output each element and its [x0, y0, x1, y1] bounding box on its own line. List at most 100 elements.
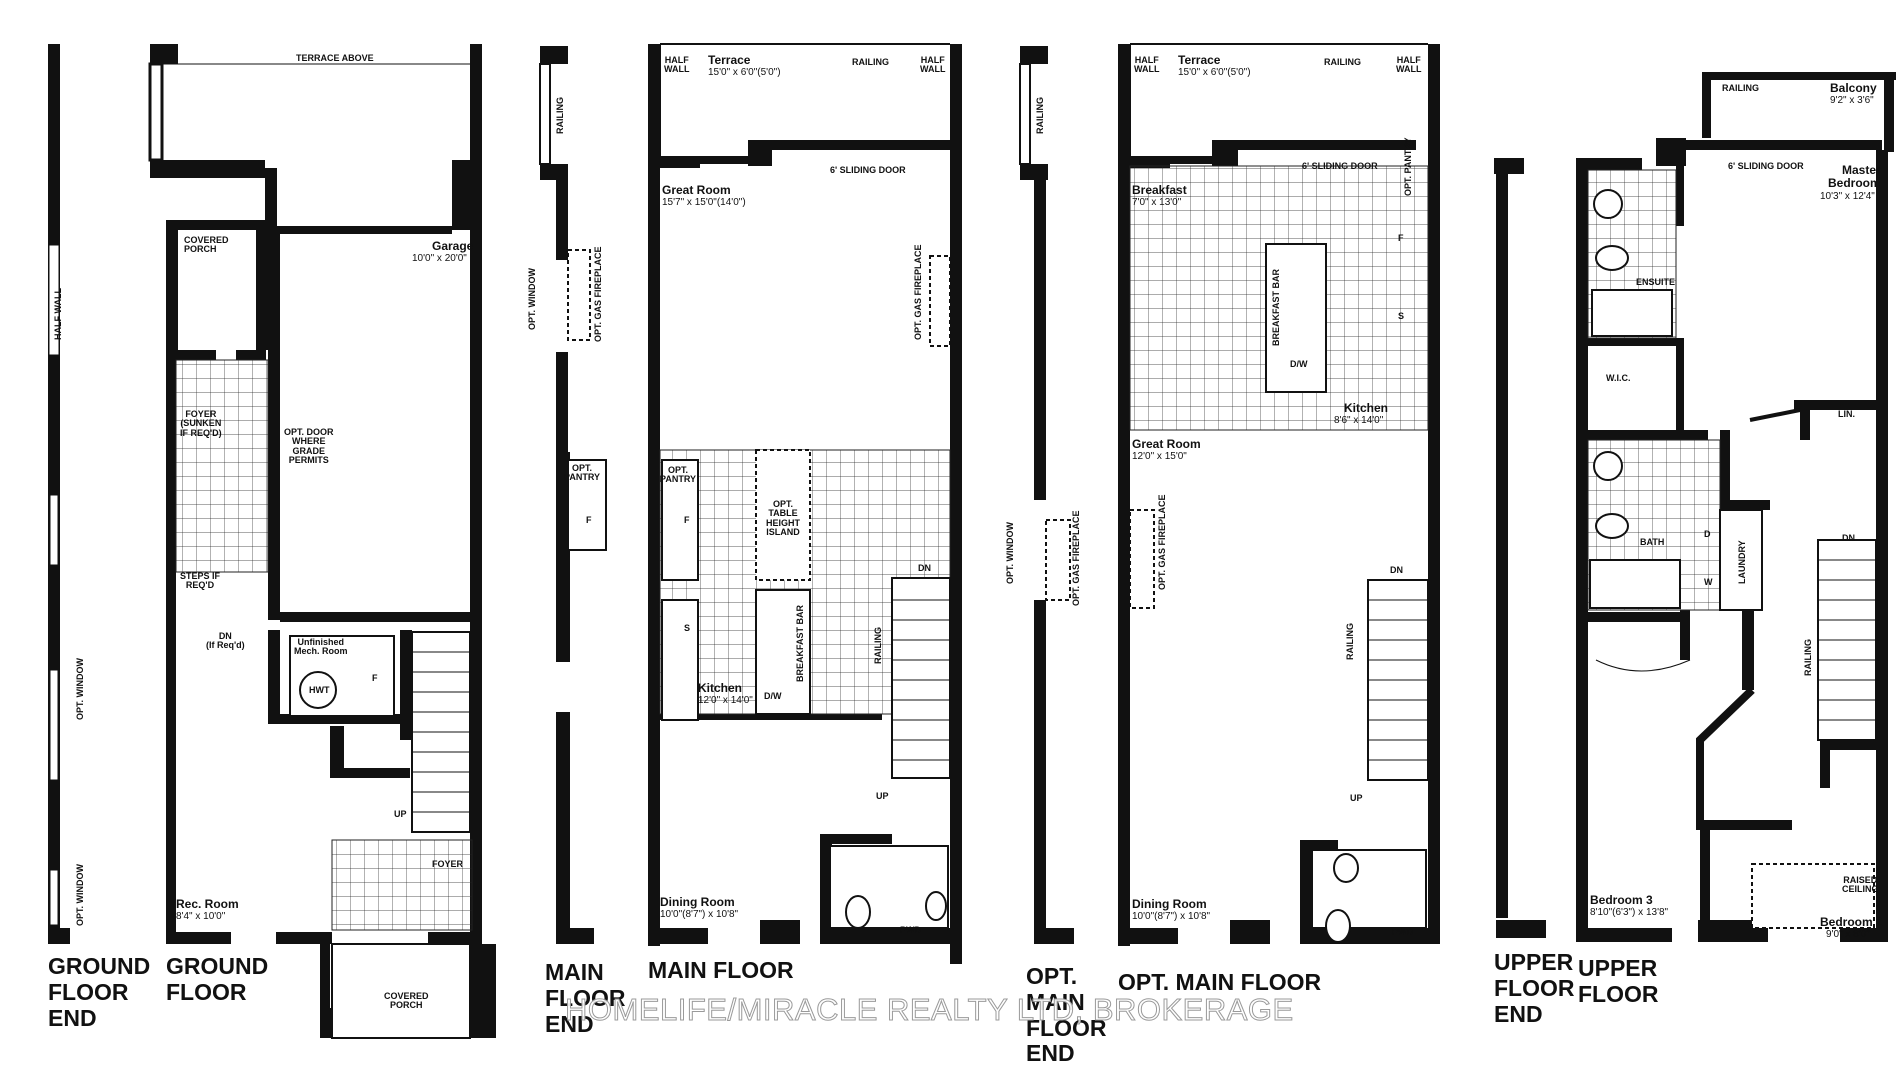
ground-opt-door-label: OPT. DOOR WHERE GRADE PERMITS [284, 427, 334, 466]
ground-garage-label: Garage [432, 239, 474, 253]
upper-stair-treads [1818, 559, 1876, 721]
upper-toilet-bath [1595, 513, 1629, 539]
upper-raised-ceiling-label: RAISED CEILING [1842, 875, 1879, 895]
title-opt-main-floor-end: OPT. MAIN FLOOR END [1026, 963, 1107, 1067]
title-upper-floor: UPPER FLOOR [1578, 955, 1659, 1007]
main-stair [891, 577, 951, 779]
upper-sliding-door-label: 6' SLIDING DOOR [1728, 161, 1804, 171]
ground-end-opt-window-1-label: OPT. WINDOW [75, 658, 85, 720]
upper-tub [1589, 559, 1681, 609]
main-dn-label: DN [918, 563, 931, 573]
ground-hwt [299, 671, 337, 709]
title-upper-floor-end: UPPER FLOOR END [1494, 949, 1575, 1027]
upper-bed3-bay [1595, 659, 1691, 672]
watermark: HOMELIFE/MIRACLE REALTY LTD, BROKERAGE [565, 992, 1294, 1028]
main-counter-left [661, 599, 699, 721]
upper-bedroom2-dim: 9'0" x 8'0" [1826, 929, 1870, 940]
main-fireplace [929, 255, 951, 347]
opt-opt-gas-fireplace-label: OPT. GAS FIREPLACE [1157, 494, 1167, 590]
upper-floor-walls [1576, 72, 1896, 942]
opt-railing-top-label: RAILING [1324, 57, 1361, 67]
main-floor-walls [648, 44, 962, 964]
main-end-pantry [567, 459, 607, 551]
opt-terrace-dim: 15'0" x 6'0"(5'0") [1178, 67, 1251, 78]
main-kitchen-label: Kitchen [698, 681, 743, 695]
main-end-fireplace [567, 249, 591, 341]
upper-balcony-dim: 9'2" x 3'6" [1830, 95, 1874, 106]
main-half-wall-right-label: HALF WALL [920, 55, 946, 75]
title-opt-main-floor: OPT. MAIN FLOOR [1118, 969, 1322, 995]
opt-breakfast-label: Breakfast [1132, 183, 1187, 197]
upper-master-bedroom-dim: 10'3" x 12'4" [1820, 191, 1875, 202]
main-end-opt-window-label: OPT. WINDOW [527, 268, 537, 330]
opt-opt-pantry-label: OPT. PANTRY [1403, 137, 1413, 196]
main-up-label: UP [876, 791, 889, 801]
main-pwd-label: PWD [900, 925, 921, 935]
opt-great-room-dim: 12'0" x 15'0" [1132, 451, 1187, 462]
opt-island [1265, 243, 1327, 393]
ground-end-opt-window-2-label: OPT. WINDOW [75, 864, 85, 926]
main-breakfast-bar [755, 589, 811, 715]
upper-laundry [1719, 509, 1763, 611]
opt-end-fireplace [1045, 519, 1071, 601]
upper-hall-angle [1696, 687, 1755, 830]
main-railing-label: RAILING [873, 627, 883, 664]
main-end-opt-pantry-label: OPT. PANTRY [564, 463, 600, 483]
ground-hwt-label: HWT [309, 685, 330, 695]
opt-s-label: S [1398, 311, 1405, 321]
opt-dining-room-label: Dining Room [1132, 897, 1207, 911]
upper-bedroom3-dim: 8'10"(6'3") x 13'8" [1590, 907, 1669, 918]
main-terrace-label: Terrace [708, 53, 751, 67]
ground-foyer-tile [175, 359, 269, 573]
main-dining-room-dim: 10'0"(8'7") x 10'8" [660, 909, 739, 920]
opt-railing-label: RAILING [1345, 623, 1355, 660]
ground-foyer-label: FOYER [432, 859, 464, 869]
main-terrace-dim: 15'0" x 6'0"(5'0") [708, 67, 781, 78]
upper-lin-label: LIN. [1838, 409, 1855, 419]
title-main-floor: MAIN FLOOR [648, 957, 794, 983]
ground-steps-label: STEPS IF REQ'D [180, 571, 221, 591]
upper-wic-label: W.I.C. [1606, 373, 1631, 383]
ground-terrace-above-label: TERRACE ABOVE [296, 53, 374, 63]
ground-rec-room-label: Rec. Room [176, 897, 239, 911]
upper-balcony-label: Balcony [1830, 81, 1877, 95]
main-breakfast-bar-label: BREAKFAST BAR [795, 604, 805, 682]
title-ground-floor: GROUND FLOOR [166, 953, 269, 1005]
ground-foyer-sunken-label: FOYER (SUNKEN IF REQ'D) [180, 409, 222, 438]
opt-pwd-label: PWD [1392, 927, 1413, 937]
main-floor-end-walls [539, 46, 594, 944]
opt-stair-treads [1368, 599, 1428, 761]
upper-bedroom3-label: Bedroom 3 [1590, 893, 1653, 907]
main-dining-room-label: Dining Room [660, 895, 735, 909]
ground-mech-room-label: Unfinished Mech. Room [294, 637, 348, 657]
opt-terrace-outline [1129, 43, 1428, 156]
main-kitchen-dim: 12'0" x 14'0" [698, 695, 753, 706]
opt-dw-label: D/W [1290, 359, 1308, 369]
opt-breakfast-bar-label: BREAKFAST BAR [1271, 268, 1281, 346]
main-island-box [755, 449, 811, 581]
ground-floor-walls [148, 44, 496, 1038]
main-f-label: F [684, 515, 690, 525]
ground-garage-dim: 10'0" x 20'0" [412, 253, 467, 264]
opt-dn-label: DN [1390, 565, 1403, 575]
ground-end-half-wall-label: HALF WALL [53, 288, 63, 340]
opt-up-label: UP [1350, 793, 1363, 803]
upper-railing-top-label: RAILING [1722, 83, 1759, 93]
opt-kitchen-dim: 8'6" x 14'0" [1334, 415, 1384, 426]
main-stair-treads [892, 599, 950, 761]
opt-toilet [1325, 909, 1351, 943]
opt-dining-room-dim: 10'0"(8'7") x 10'8" [1132, 911, 1211, 922]
opt-end-railing-label: RAILING [1035, 97, 1045, 134]
opt-sink [1333, 853, 1359, 883]
main-toilet [845, 895, 871, 929]
opt-kitchen-label: Kitchen [1344, 401, 1389, 415]
upper-sink-bath [1593, 451, 1623, 481]
opt-sliding-door-label: 6' SLIDING DOOR [1302, 161, 1378, 171]
ground-lower-foyer-tile [331, 839, 473, 931]
upper-bedroom2-label: Bedroom 2 [1820, 915, 1883, 929]
main-railing-top-label: RAILING [852, 57, 889, 67]
main-end-opt-gas-fireplace-label: OPT. GAS FIREPLACE [593, 246, 603, 342]
main-dw-label: D/W [764, 691, 782, 701]
main-pantry-box [661, 459, 699, 581]
